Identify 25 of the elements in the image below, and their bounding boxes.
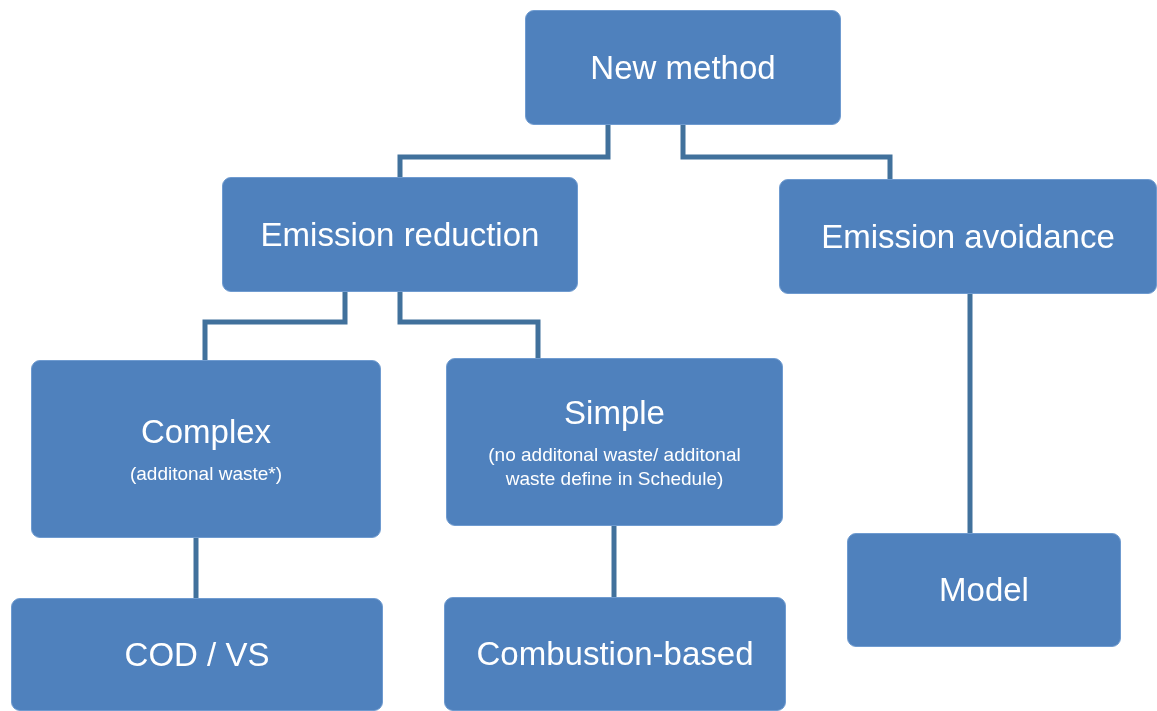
process-box <box>31 360 381 538</box>
connector-line <box>611 526 617 597</box>
node-title: Combustion-based <box>475 634 755 674</box>
connector-line <box>397 292 541 358</box>
process-box <box>525 10 841 125</box>
process-box <box>444 597 786 711</box>
node-title: Model <box>938 570 1030 610</box>
connector-line <box>202 292 348 360</box>
node-title: Emission reduction <box>259 214 541 255</box>
process-box <box>11 598 383 711</box>
process-box <box>847 533 1121 647</box>
connector-line <box>397 125 611 177</box>
connector-line <box>680 125 893 179</box>
node-title: New method <box>589 47 777 88</box>
node-title: COD / VS <box>123 634 271 675</box>
process-box <box>446 358 783 526</box>
connector-line <box>967 294 973 533</box>
process-box <box>222 177 578 292</box>
process-box <box>779 179 1157 294</box>
node-subtitle: (no additonal waste/ additonal waste define in Schedule) <box>487 443 742 491</box>
node-subtitle: (additonal waste*) <box>128 461 284 486</box>
connector-line <box>193 538 199 598</box>
node-title: Complex <box>139 412 273 452</box>
node-title: Emission avoidance <box>820 216 1116 257</box>
node-title: Simple <box>563 393 666 434</box>
